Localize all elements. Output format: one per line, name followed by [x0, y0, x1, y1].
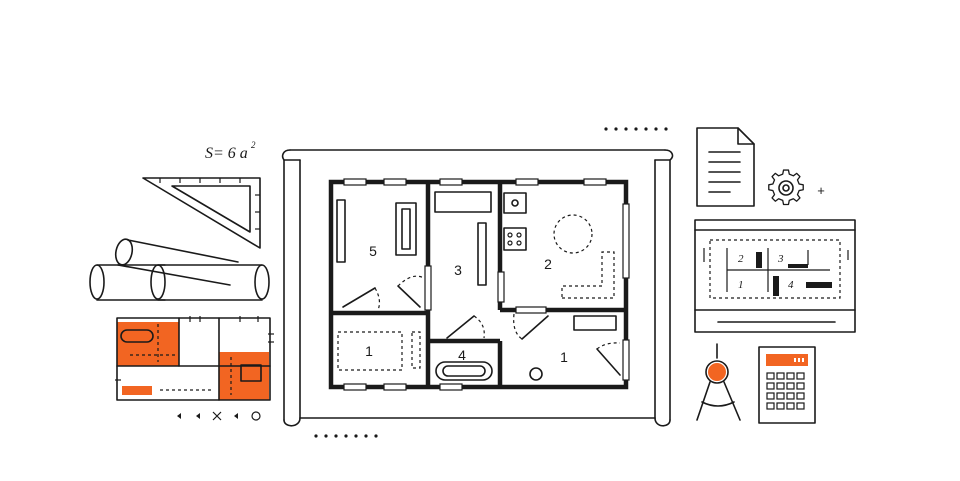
plan-label: 1 — [738, 279, 744, 291]
colored-layout-plan — [115, 316, 274, 401]
calculator-icon — [758, 346, 816, 424]
plan-label: 3 — [777, 253, 784, 265]
dot-row-top — [604, 127, 668, 131]
room-label: 1 — [560, 349, 568, 365]
plan-symbols — [177, 411, 261, 421]
room-label: 5 — [369, 243, 377, 259]
compass-icon — [696, 343, 741, 421]
plus-sign: + — [817, 183, 825, 198]
layout-plan-icon: 2 3 1 4 — [694, 219, 856, 333]
plan-label: 4 — [788, 279, 794, 291]
rolled-blueprints-icon — [89, 238, 270, 301]
room-label: 4 — [458, 347, 466, 363]
document-icon — [696, 127, 755, 207]
formula-text: S= 6 a — [205, 145, 248, 162]
room-label: 2 — [544, 256, 552, 272]
room-label: 3 — [454, 262, 462, 278]
area-formula: S= 6 a 2 — [205, 140, 256, 162]
room-label: 1 — [365, 343, 373, 359]
gear-icon — [768, 169, 804, 206]
set-square-icon — [142, 177, 261, 249]
floor-plan: 5 3 2 1 4 1 — [328, 178, 630, 391]
formula-exponent: 2 — [251, 140, 256, 150]
plan-label: 2 — [738, 253, 744, 265]
blueprint-sheet — [281, 149, 674, 427]
dot-row-bottom — [314, 434, 378, 438]
